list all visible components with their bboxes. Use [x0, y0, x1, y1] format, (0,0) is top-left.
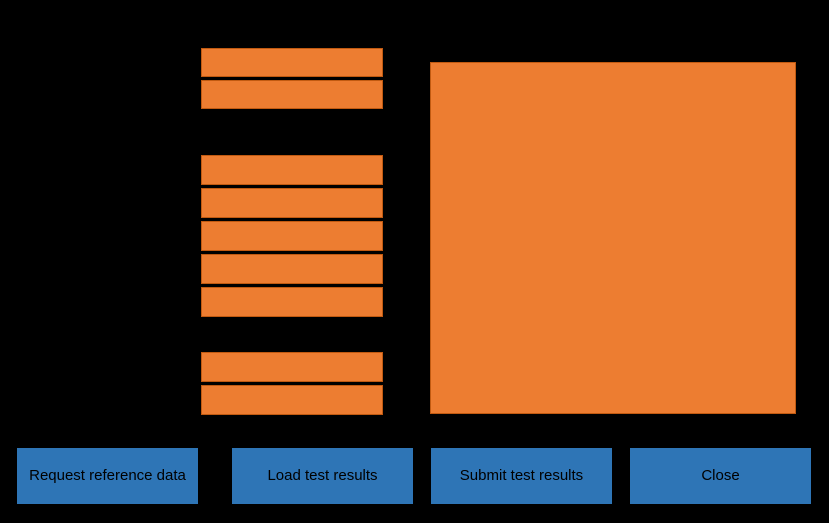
field-row[interactable]	[201, 48, 383, 77]
request-reference-data-button[interactable]: Request reference data	[17, 448, 198, 504]
field-row[interactable]	[201, 188, 383, 218]
load-test-results-button[interactable]: Load test results	[232, 448, 413, 504]
field-row[interactable]	[201, 287, 383, 317]
submit-test-results-button[interactable]: Submit test results	[431, 448, 612, 504]
field-row[interactable]	[201, 385, 383, 415]
field-row[interactable]	[201, 254, 383, 284]
bottom-field-group	[201, 352, 383, 415]
field-row[interactable]	[201, 352, 383, 382]
middle-field-group	[201, 155, 383, 317]
results-panel[interactable]	[430, 62, 796, 414]
field-row[interactable]	[201, 155, 383, 185]
top-field-group	[201, 48, 383, 109]
field-row[interactable]	[201, 80, 383, 109]
close-button[interactable]: Close	[630, 448, 811, 504]
field-row[interactable]	[201, 221, 383, 251]
button-bar: Request reference data Load test results…	[0, 448, 829, 504]
